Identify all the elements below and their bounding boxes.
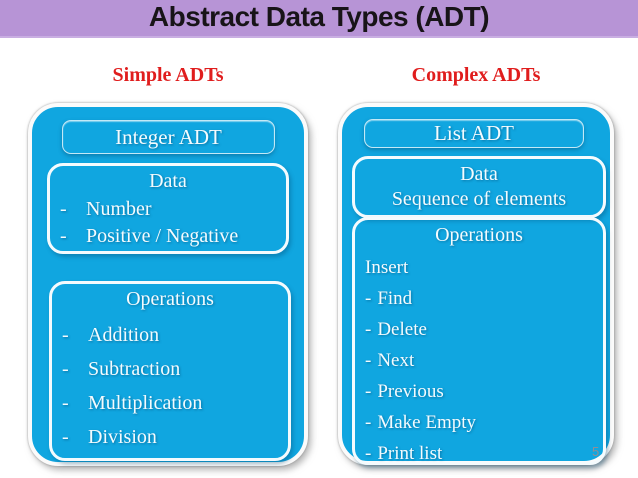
list-item-text: Addition [88,324,160,346]
list-data-box-title: Data [460,163,498,185]
list-item-text: Delete [377,319,427,340]
list-item-text: Insert [365,257,409,278]
list-item-text: Division [88,426,157,448]
list-item: - Make Empty [355,407,603,438]
list-item: - Addition [52,318,288,352]
list-item: - Find [355,283,603,314]
list-data-box: Data Sequence of elements [352,156,606,218]
list-item: - Division [52,420,288,454]
page-number: 5 [592,444,600,459]
slide-title-banner: Abstract Data Types (ADT) [0,0,638,38]
bullet-dash: - [62,426,69,448]
list-item-text: Previous [377,381,444,402]
bullet-dash: - [365,288,372,309]
list-item-text: Next [377,350,415,371]
column-heading-simple-adts: Simple ADTs [112,64,224,86]
list-item: - Print list [355,438,603,469]
list-item-text: Subtraction [88,358,181,380]
list-item: - Previous [355,376,603,407]
bullet-dash: - [62,392,69,414]
list-item-text: Multiplication [88,392,203,414]
list-adt-title-box: List ADT [364,119,584,148]
list-item-text: Find [377,288,413,309]
integer-operations-box: Operations - Addition - Subtraction - Mu… [49,281,291,461]
integer-data-box: Data - Number - Positive / Negative [47,163,289,254]
list-item: - Delete [355,314,603,345]
panel-integer-adt: Integer ADT Data - Number - Positive / N… [28,103,308,466]
bullet-dash: - [62,324,69,346]
integer-operations-box-title: Operations [126,288,214,310]
list-data-subtitle: Sequence of elements [391,188,567,210]
integer-data-box-title: Data [149,170,187,192]
slide-title: Abstract Data Types (ADT) [148,1,490,32]
integer-adt-title-box: Integer ADT [62,120,275,154]
bullet-dash: - [365,350,372,371]
bullet-dash: - [365,381,372,402]
list-item: - Multiplication [52,386,288,420]
list-item: Insert [355,252,603,283]
list-item-text: Make Empty [377,412,477,433]
bullet-dash: - [62,358,69,380]
list-item-text: Number [86,198,152,220]
bullet-dash: - [60,198,67,220]
bullet-dash: - [365,443,372,464]
bullet-dash: - [365,412,372,433]
panel-list-adt: List ADT Data Sequence of elements Opera… [338,103,614,465]
bullet-dash: - [365,319,372,340]
list-item: - Positive / Negative [50,223,286,250]
list-operations-box: Operations Insert - Find - Delete - Next… [352,217,606,465]
list-item: - Next [355,345,603,376]
list-item-text: Positive / Negative [86,225,239,247]
list-item: - Number [50,196,286,223]
list-operations-box-title: Operations [435,224,523,246]
column-heading-complex-adts: Complex ADTs [411,64,541,86]
list-item: - Subtraction [52,352,288,386]
list-item-text: Print list [377,443,443,464]
bullet-dash: - [60,225,67,247]
